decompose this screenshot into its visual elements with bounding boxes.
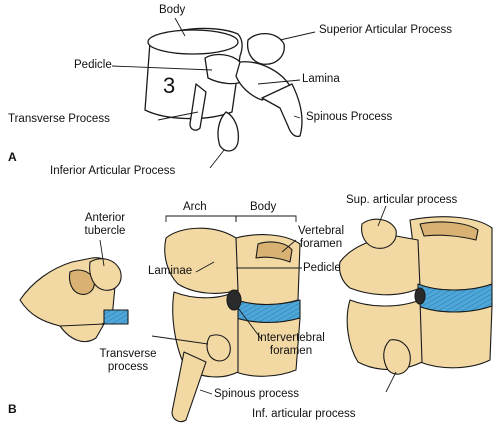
label-body-b: Body (250, 201, 277, 213)
middle-lower-body (235, 317, 301, 377)
label-vertebral-foramen-line1: Vertebral (297, 225, 345, 237)
right-upper-arch (338, 235, 421, 296)
panel-b-middle-leaders (151, 215, 302, 395)
label-transverse-process-a: Transverse Process (8, 113, 110, 125)
label-anterior-tubercle: Anterior tubercle (80, 212, 130, 238)
left-disc (103, 309, 129, 325)
label-intervertebral-foramen: Intervertebral foramen (254, 332, 328, 358)
label-inferior-articular-process: Inferior Articular Process (50, 165, 176, 177)
label-anterior-tubercle-line2: tubercle (84, 225, 126, 237)
label-intervertebral-foramen-line1: Intervertebral (257, 332, 325, 344)
panel-b-left-vertebra (19, 257, 129, 343)
label-transverse-process-b: Transverse process (96, 348, 160, 374)
label-vertebral-foramen: Vertebral foramen (293, 225, 349, 251)
label-spinous-process-b: Spinous process (214, 388, 300, 400)
label-pedicle-b: Pedicle (303, 262, 341, 274)
label-lamina: Lamina (302, 73, 340, 85)
label-inf-articular-process: Inf. articular process (252, 408, 356, 420)
label-spinous-process-a: Spinous Process (306, 111, 393, 123)
label-transverse-process-line2: process (107, 361, 149, 373)
label-anterior-tubercle-line1: Anterior (84, 212, 126, 224)
label-superior-articular-process: Superior Articular Process (319, 24, 452, 36)
right-inf-articular (383, 339, 411, 375)
label-sup-articular-process: Sup. articular process (346, 194, 458, 206)
panel-letter-b: B (8, 402, 17, 416)
label-vertebral-foramen-line2: foramen (299, 238, 343, 250)
panel-b-right-vertebra (338, 216, 493, 375)
panel-a-vertebra (144, 27, 303, 152)
intervertebral-foramen (226, 289, 242, 311)
vertebra-number: 3 (163, 73, 176, 98)
right-lower-body (417, 305, 493, 369)
label-body-a: Body (159, 4, 186, 16)
left-anterior-tubercle (89, 258, 122, 291)
middle-spinous (171, 351, 207, 423)
panel-b-middle-vertebra (164, 227, 301, 423)
inferior-articular-a (217, 111, 240, 152)
label-laminae: Laminae (148, 265, 193, 277)
middle-transverse (206, 334, 231, 362)
label-arch: Arch (183, 201, 207, 213)
lamina-a (235, 61, 291, 101)
middle-upper-arch (164, 227, 239, 294)
label-transverse-process-line1: Transverse (99, 348, 157, 360)
spinous-a (261, 83, 303, 138)
panel-letter-a: A (8, 150, 17, 164)
transverse-a (189, 83, 207, 131)
label-intervertebral-foramen-line2: foramen (269, 345, 313, 357)
panel-a-leaders (111, 17, 316, 169)
label-pedicle-a: Pedicle (74, 59, 112, 71)
panel-b-right-leaders (377, 205, 397, 393)
superior-articular-a (246, 33, 285, 65)
body-top-surface-a (147, 29, 239, 55)
